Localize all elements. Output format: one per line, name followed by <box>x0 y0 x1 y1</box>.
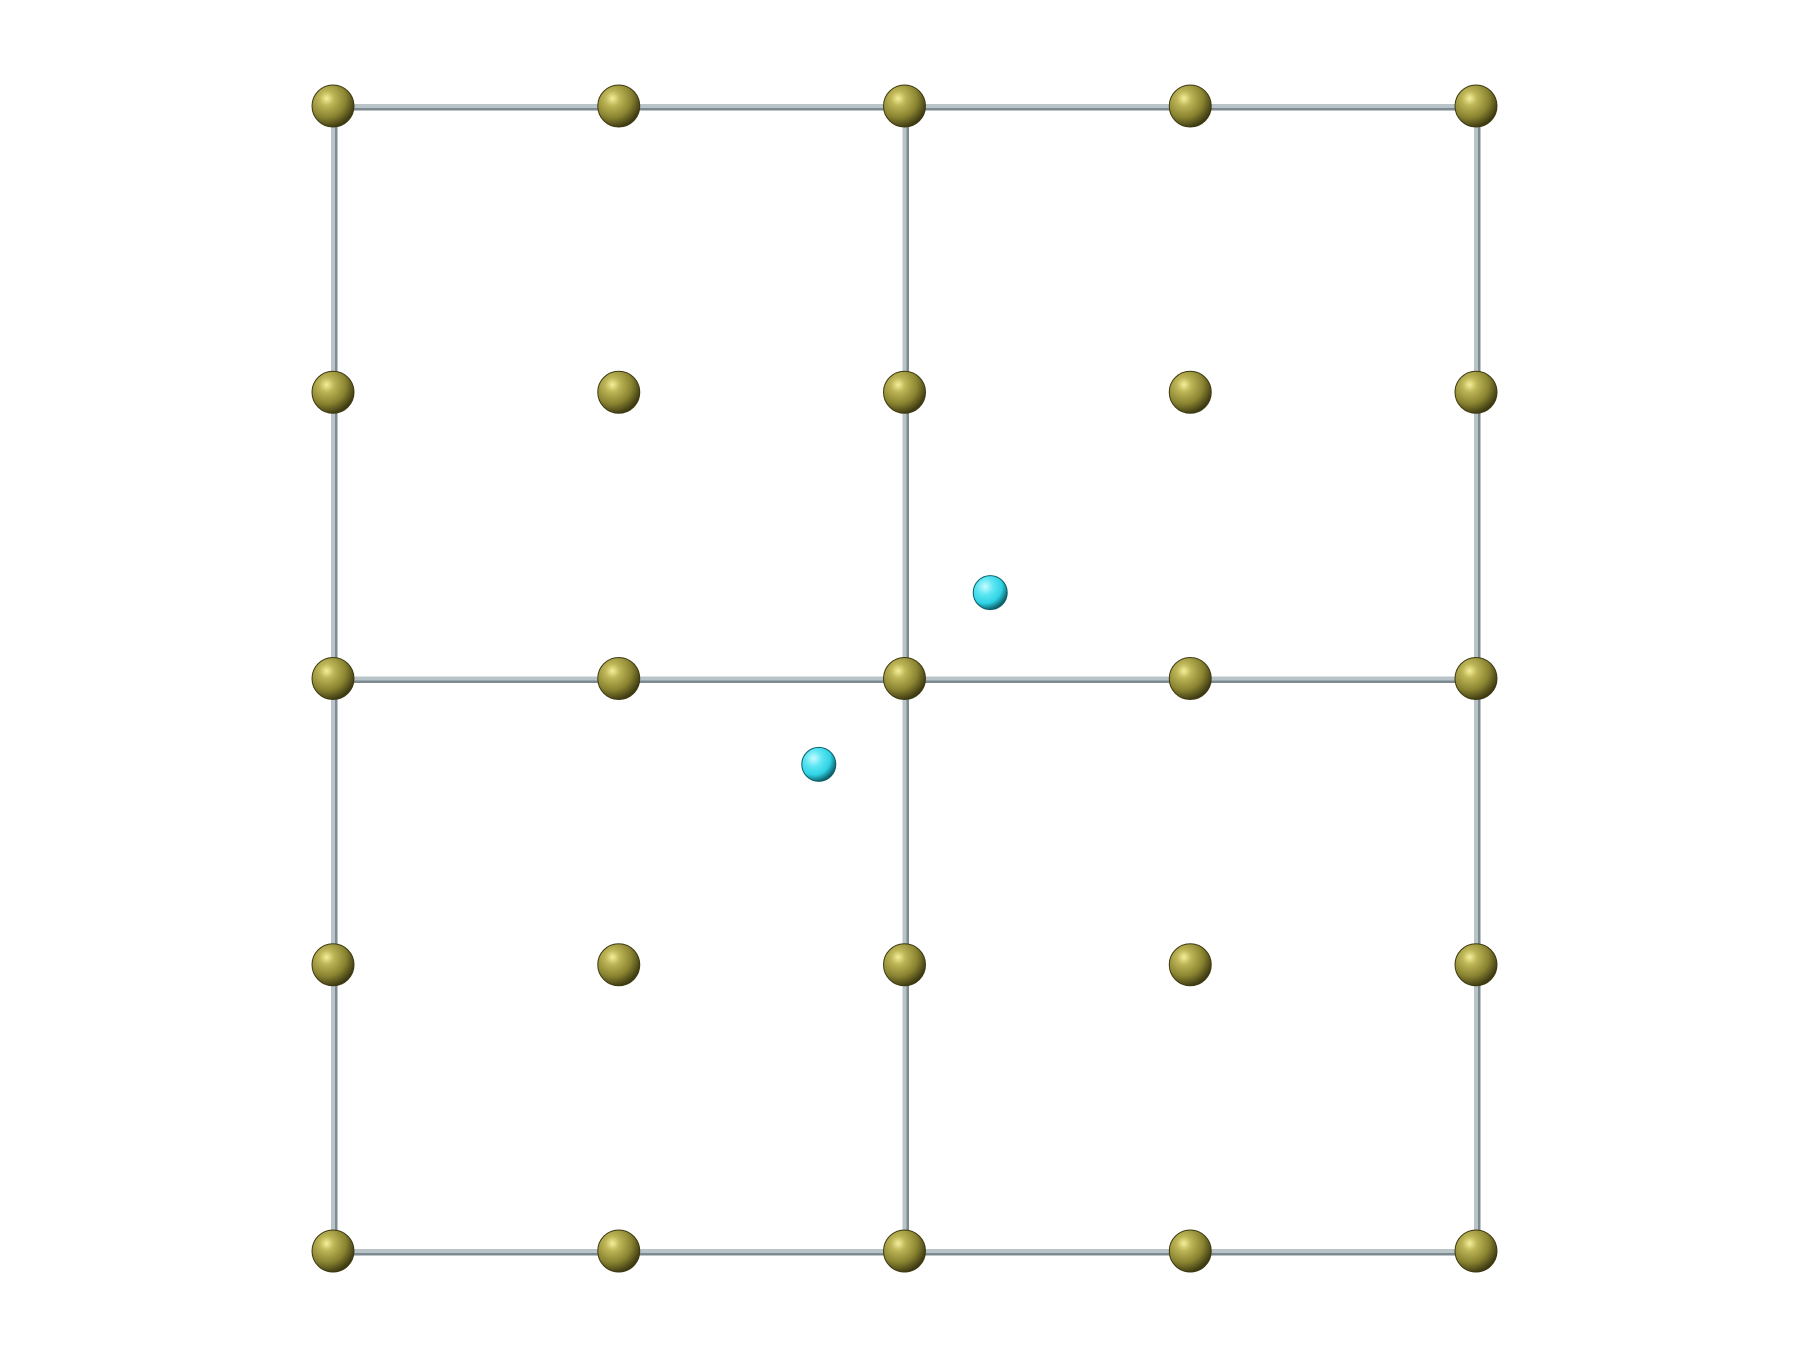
atom-layer <box>311 84 1498 1273</box>
host-atom <box>1454 943 1498 987</box>
impurity-atom <box>801 746 837 782</box>
impurity-atom-layer <box>801 575 1008 782</box>
host-atom <box>311 943 355 987</box>
host-atom <box>597 943 641 987</box>
host-atom <box>883 657 926 700</box>
host-atom <box>883 84 926 128</box>
impurity-atom <box>972 575 1008 611</box>
host-atom <box>1454 657 1498 700</box>
host-atom <box>883 1229 926 1273</box>
host-atom <box>311 1229 355 1273</box>
host-atom <box>597 1229 641 1273</box>
host-atom <box>1454 370 1498 414</box>
host-atom <box>883 370 926 414</box>
host-atom <box>311 370 355 414</box>
host-atom <box>311 84 355 128</box>
host-atom <box>1168 1229 1212 1273</box>
host-atom <box>1168 657 1212 700</box>
host-atom <box>311 657 355 700</box>
host-atom <box>1168 84 1212 128</box>
host-atom <box>597 370 641 414</box>
host-atom <box>883 943 926 987</box>
host-atom <box>597 84 641 128</box>
host-atom <box>1454 1229 1498 1273</box>
host-atom <box>1454 84 1498 128</box>
host-atom <box>597 657 641 700</box>
host-atom <box>1168 943 1212 987</box>
host-atom <box>1168 370 1212 414</box>
